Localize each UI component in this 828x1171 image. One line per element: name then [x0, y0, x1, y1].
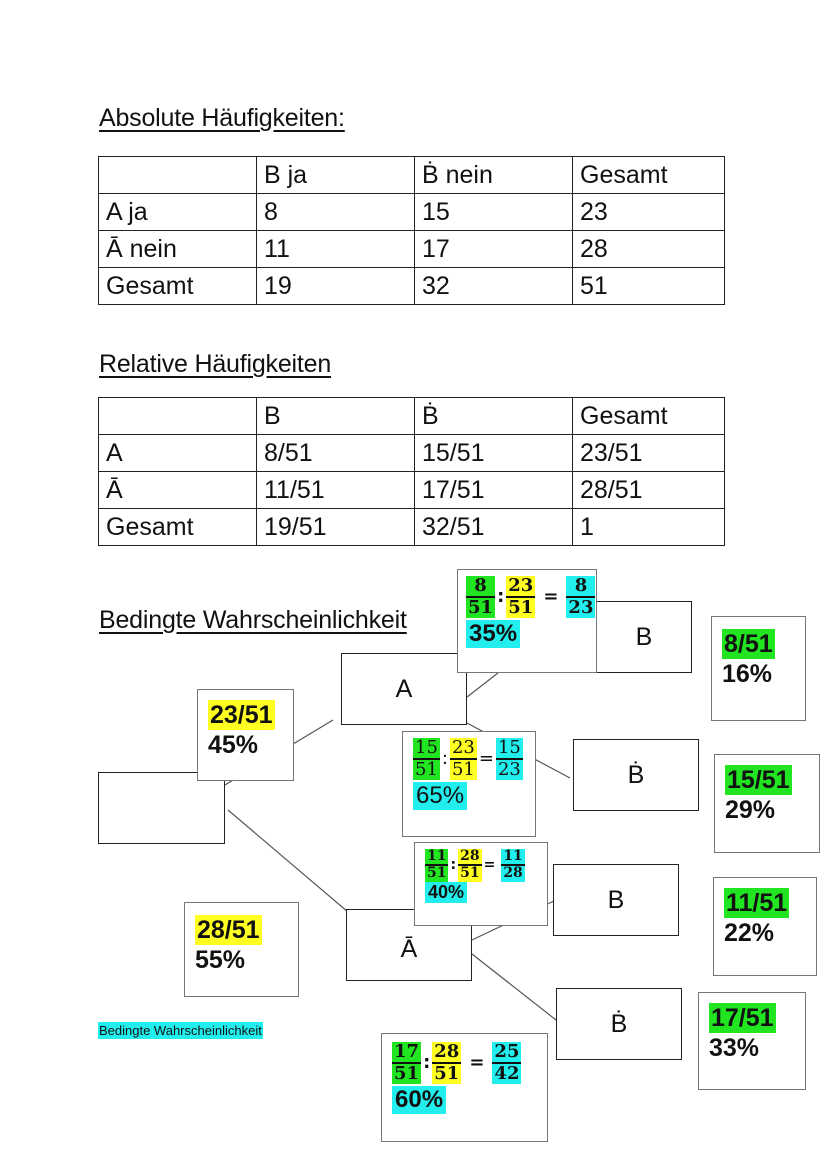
joint-probability-box-abar-b: 11/51 22%: [713, 877, 817, 976]
table-cell: Ḃ nein: [414, 156, 573, 194]
percent-value: 55%: [195, 946, 246, 974]
table-cell: Ā nein: [98, 230, 257, 268]
table-row: Gesamt 19 32 51: [98, 267, 725, 305]
table-cell: Gesamt: [572, 397, 725, 435]
percent-value: 33%: [709, 1034, 760, 1062]
table-row: A ja 8 15 23: [98, 193, 725, 231]
joint-probability-box-a-bdot: 15/51 29%: [714, 754, 820, 853]
table-cell: 28: [572, 230, 725, 268]
fraction-value: 17/51: [709, 1003, 776, 1033]
probability-box-a-bar: 28/51 55%: [184, 902, 299, 997]
tree-node-abar-b: B: [553, 864, 679, 936]
table-cell: 15: [414, 193, 573, 231]
percent-value: 29%: [725, 796, 776, 824]
table-row: Gesamt 19/51 32/51 1: [98, 508, 725, 546]
table-cell: Gesamt: [98, 508, 257, 546]
table-cell: 19/51: [256, 508, 415, 546]
table-cell: 23/51: [572, 434, 725, 472]
table-cell: 1: [572, 508, 725, 546]
table-cell: 28/51: [572, 471, 725, 509]
percent-value: 60%: [392, 1085, 447, 1114]
conditional-probability-heading: Bedingte Wahrscheinlichkeit: [99, 606, 407, 634]
relative-frequencies-heading: Relative Häufigkeiten: [99, 350, 332, 378]
probability-box-a: 23/51 45%: [197, 689, 294, 781]
tree-node-a-b: B: [596, 601, 692, 673]
table-cell: Gesamt: [98, 267, 257, 305]
table-cell: 17/51: [414, 471, 573, 509]
table-cell: 8/51: [256, 434, 415, 472]
table-cell: [98, 156, 257, 194]
table-row: Ā nein 11 17 28: [98, 230, 725, 268]
table-cell: 17: [414, 230, 573, 268]
table-cell: B: [256, 397, 415, 435]
table-cell: Ḃ: [414, 397, 573, 435]
joint-probability-box-a-b: 8/51 16%: [711, 616, 806, 721]
joint-probability-box-abar-bdot: 17/51 33%: [698, 992, 806, 1090]
fraction-value: 11/51: [724, 888, 790, 918]
fraction-value: 28/51: [195, 915, 262, 945]
percent-value: 16%: [722, 660, 773, 688]
table-cell: 51: [572, 267, 725, 305]
tree-node-a-bdot: Ḃ: [573, 739, 699, 811]
percent-value: 40%: [425, 881, 468, 903]
legend-conditional-probability: Bedingte Wahrscheinlichkeit: [98, 1022, 263, 1039]
table-cell: B ja: [256, 156, 415, 194]
fraction-value: 15/51: [725, 765, 792, 795]
table-header-row: B Ḃ Gesamt: [98, 397, 725, 435]
absolute-frequencies-table: B ja Ḃ nein Gesamt A ja 8 15 23 Ā nein 1…: [98, 156, 725, 305]
percent-value: 45%: [208, 731, 259, 759]
tree-node-abar-bdot: Ḃ: [556, 988, 682, 1060]
table-cell: 23: [572, 193, 725, 231]
tree-root-node: [98, 772, 225, 844]
table-cell: 32/51: [414, 508, 573, 546]
relative-frequencies-table: B Ḃ Gesamt A 8/51 15/51 23/51 Ā 11/51 17…: [98, 397, 725, 546]
table-cell: 19: [256, 267, 415, 305]
percent-value: 22%: [724, 919, 775, 947]
fraction-value: 8/51: [722, 629, 775, 659]
fraction-value: 23/51: [208, 700, 275, 730]
percent-value: 35%: [466, 619, 521, 648]
table-cell: 8: [256, 193, 415, 231]
table-cell: Ā: [98, 471, 257, 509]
tree-node-a: A: [341, 653, 467, 725]
table-cell: 15/51: [414, 434, 573, 472]
absolute-frequencies-heading: Absolute Häufigkeiten:: [99, 104, 345, 132]
percent-value: 65%: [413, 781, 468, 810]
table-cell: 32: [414, 267, 573, 305]
